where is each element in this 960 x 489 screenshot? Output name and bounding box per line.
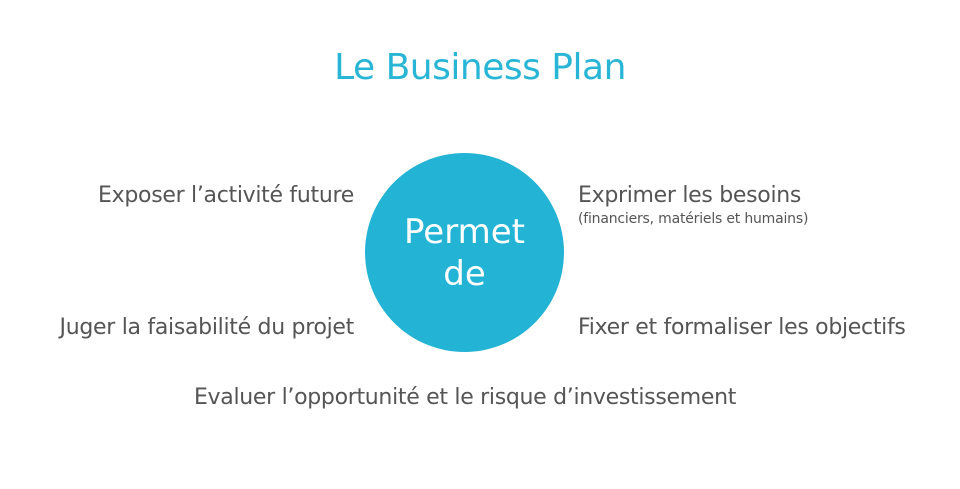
item-evaluer-opportunite: Evaluer l’opportunité et le risque d’inv… bbox=[193, 385, 737, 410]
item-exposer-activite: Exposer l’activité future bbox=[98, 183, 354, 208]
center-circle: Permet de bbox=[365, 153, 564, 352]
item-fixer-objectifs: Fixer et formaliser les objectifs bbox=[578, 315, 906, 340]
diagram-title: Le Business Plan bbox=[334, 47, 626, 88]
center-circle-label: Permet de bbox=[404, 211, 525, 294]
item-exprimer-besoins: Exprimer les besoins (financiers, matéri… bbox=[578, 182, 808, 228]
item-exprimer-besoins-detail: (financiers, matériels et humains) bbox=[578, 211, 809, 227]
item-exprimer-besoins-label: Exprimer les besoins bbox=[578, 183, 802, 208]
item-juger-faisabilite: Juger la faisabilité du projet bbox=[59, 315, 355, 340]
